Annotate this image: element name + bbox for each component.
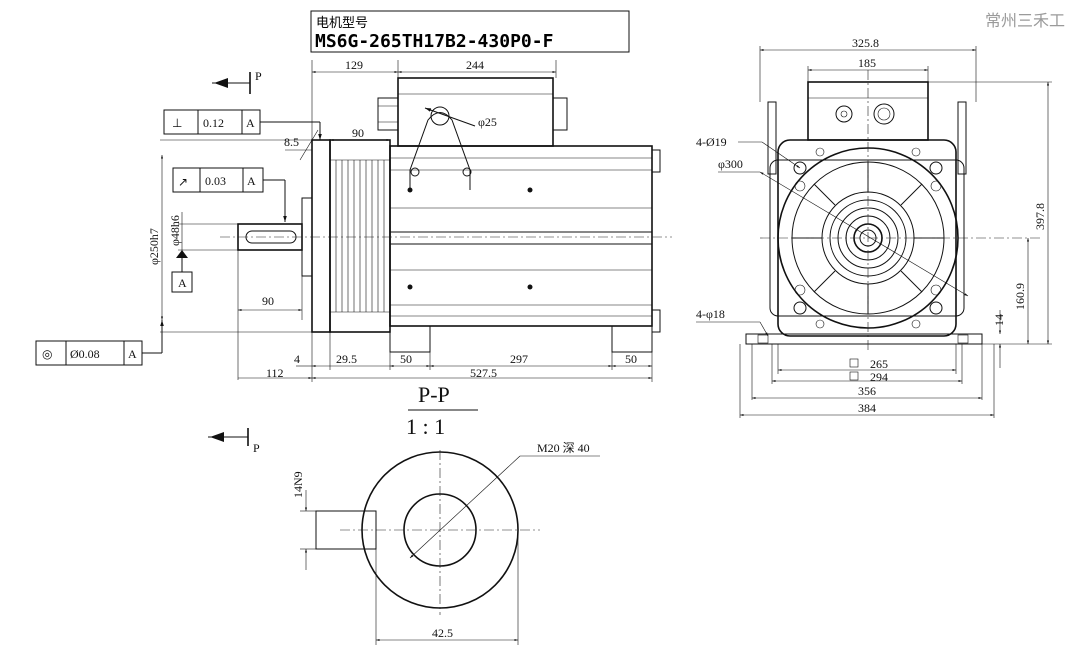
section-marker-bottom: P xyxy=(208,428,260,455)
dim-356: 356 xyxy=(858,384,876,398)
section-scale: 1 : 1 xyxy=(406,414,445,439)
dim-4-phi18: 4-φ18 xyxy=(696,307,725,321)
dim-112: 112 xyxy=(266,366,284,380)
section-marker-top: P xyxy=(212,69,262,94)
section-title: P-P xyxy=(418,382,450,407)
lifting-hole xyxy=(430,106,450,126)
dim-129: 129 xyxy=(345,58,363,72)
terminal-box xyxy=(397,77,554,147)
dim-4: 4 xyxy=(294,352,300,366)
dim-29-5: 29.5 xyxy=(336,352,357,366)
dim-phi300: φ300 xyxy=(718,157,743,171)
foot-left xyxy=(389,325,431,353)
dim-50-right: 50 xyxy=(625,352,637,366)
dim-160-9: 160.9 xyxy=(1013,283,1027,310)
runout-datum: A xyxy=(247,174,256,188)
section-label-p-top: P xyxy=(255,69,262,83)
dim-phi25: φ25 xyxy=(478,115,497,129)
dim-90-top: 90 xyxy=(352,126,364,140)
tolerance-frame-perpendicularity: ⊥ 0.12 A xyxy=(163,109,322,140)
end-view: 325.8 185 4-Ø19 φ300 4-φ18 397.8 160.9 1… xyxy=(696,36,1052,418)
model-label: 电机型号 xyxy=(316,16,368,31)
dim-265: 265 xyxy=(870,357,888,371)
dim-384: 384 xyxy=(858,401,876,415)
dim-8-5: 8.5 xyxy=(284,135,299,149)
cable-gland-right xyxy=(552,97,568,131)
dim-phi48h6: φ48h6 xyxy=(168,215,182,246)
section-view: P-P 1 : 1 P M20 深 40 14N9 42.5 xyxy=(208,382,600,645)
watermark-text: 常州三禾工 xyxy=(985,11,1065,30)
cooling-fins xyxy=(335,160,385,312)
dim-397-8: 397.8 xyxy=(1033,203,1047,230)
base-plate xyxy=(745,333,983,345)
shaft-dim: 42.5 xyxy=(432,626,453,640)
tolerance-frame-concentricity: ◎ Ø0.08 A xyxy=(35,320,164,366)
thread-note: M20 深 40 xyxy=(537,441,590,455)
key-width: 14N9 xyxy=(291,471,305,498)
perpendicularity-datum: A xyxy=(246,116,255,130)
title-block: 电机型号 MS6G-265TH17B2-430P0-F xyxy=(310,10,630,53)
dim-90-bottom: 90 xyxy=(262,294,274,308)
dim-325-8: 325.8 xyxy=(852,36,879,50)
concentricity-datum: A xyxy=(128,347,137,361)
perpendicularity-symbol: ⊥ xyxy=(172,116,182,130)
cable-gland-left xyxy=(377,97,399,131)
datum-a-label: A xyxy=(178,276,187,290)
model-number: MS6G-265TH17B2-430P0-F xyxy=(315,31,553,52)
perpendicularity-value: 0.12 xyxy=(203,116,224,130)
dim-phi250h7: φ250h7 xyxy=(147,228,161,265)
section-label-p-bottom: P xyxy=(253,441,260,455)
dim-297: 297 xyxy=(510,352,528,366)
mounting-flange xyxy=(311,139,331,333)
motor-body xyxy=(389,145,653,327)
terminal-box-end xyxy=(807,81,929,141)
concentricity-value: Ø0.08 xyxy=(70,347,100,361)
dim-14: 14 xyxy=(992,314,1006,326)
dim-244: 244 xyxy=(466,58,484,72)
runout-symbol: ↗ xyxy=(178,175,188,189)
foot-right xyxy=(611,325,653,353)
side-view: P xyxy=(35,58,672,382)
dim-50-left: 50 xyxy=(400,352,412,366)
dim-294: 294 xyxy=(870,370,888,384)
runout-value: 0.03 xyxy=(205,174,226,188)
tolerance-frame-runout: ↗ 0.03 A xyxy=(172,167,287,222)
dim-527-5: 527.5 xyxy=(470,366,497,380)
concentricity-symbol: ◎ xyxy=(42,347,52,361)
lifting-eye xyxy=(409,112,471,190)
dim-4-o19: 4-Ø19 xyxy=(696,135,727,149)
dim-185: 185 xyxy=(858,56,876,70)
